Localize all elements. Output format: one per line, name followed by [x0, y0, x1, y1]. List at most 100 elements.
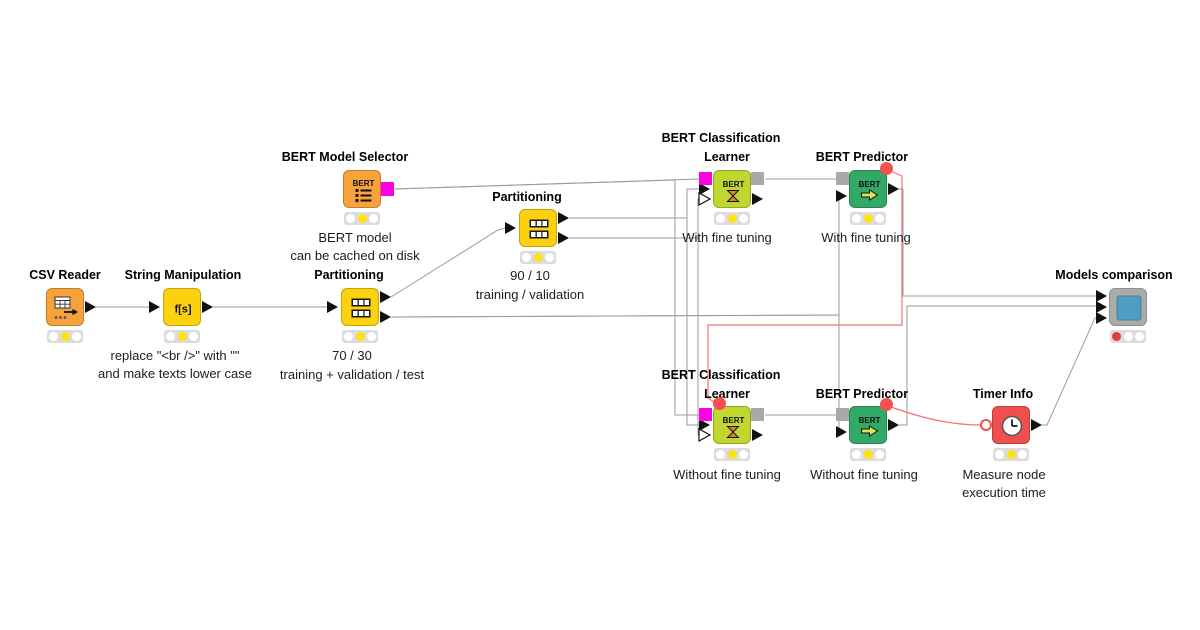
bert-predictor-icon: BERT — [859, 180, 881, 201]
predictor-fine-tuning-comment[interactable]: With fine tuning — [821, 230, 911, 245]
node-bert-predictor-fine-tuning[interactable]: BERT — [849, 170, 887, 208]
models-comparison-label[interactable]: Models comparison — [1055, 268, 1173, 282]
bert-predictor-icon: BERT — [859, 416, 881, 437]
node-partitioning-train-test[interactable] — [341, 288, 379, 326]
learner-without-fine-tuning-output-port[interactable] — [752, 429, 763, 441]
svg-text:BERT: BERT — [353, 179, 375, 188]
connection-partitioning70-to-partitioning90[interactable] — [390, 227, 507, 298]
connection-predictor-without-fine-tuning-to-models-comparison[interactable] — [899, 305, 1097, 426]
timer-clock-icon — [1001, 415, 1023, 437]
learner-without-fine-tuning-model-output-port[interactable] — [751, 408, 764, 421]
partitioning70-input-port[interactable] — [327, 301, 338, 313]
connection-partitioning90-train-to-learner-without-fine-tuning[interactable] — [569, 217, 699, 426]
node-bert-predictor-without-fine-tuning[interactable]: BERT — [849, 406, 887, 444]
predictor-fine-tuning-label[interactable]: BERT Predictor — [815, 150, 909, 164]
timer-info-comment-line1[interactable]: Measure node — [962, 467, 1046, 482]
learner-without-fine-tuning-comment[interactable]: Without fine tuning — [673, 467, 781, 482]
learner-fine-tuning-model-output-port[interactable] — [751, 172, 764, 185]
predictor-without-fine-tuning-flowvar-output-port[interactable] — [880, 398, 893, 411]
csv-reader-label[interactable]: CSV Reader — [29, 268, 101, 282]
learner-fine-tuning-train-input-port[interactable] — [699, 183, 710, 195]
connection-model-selector-to-learner-without-fine-tuning[interactable] — [393, 179, 699, 416]
svg-text:f[s]: f[s] — [174, 304, 191, 316]
predictor-without-fine-tuning-output-port[interactable] — [888, 419, 899, 431]
bert-model-selector-comment-line2[interactable]: can be cached on disk — [290, 248, 420, 263]
learner-fine-tuning-model-input-port[interactable] — [699, 172, 712, 185]
models-comparison-input-port-3[interactable] — [1096, 312, 1107, 324]
node-models-comparison[interactable] — [1109, 288, 1147, 326]
csv-reader-status — [47, 330, 83, 343]
node-bert-learner-fine-tuning[interactable]: BERT — [713, 170, 751, 208]
connection-timer-info-to-models-comparison[interactable] — [1042, 317, 1097, 426]
string-manipulation-comment-line1[interactable]: replace "<br />" with "" — [110, 348, 240, 363]
svg-text:BERT: BERT — [859, 180, 881, 189]
csv-reader-output-port[interactable] — [85, 301, 96, 313]
partitioning70-output-port-1[interactable] — [380, 291, 391, 303]
flow-connection-predictor-without-fine-tuning-to-timer-info[interactable] — [890, 406, 982, 426]
models-comparison-input-port-2[interactable] — [1096, 301, 1107, 313]
predictor-fine-tuning-data-input-port[interactable] — [836, 190, 847, 202]
csv-reader-icon — [54, 296, 78, 319]
learner-without-fine-tuning-label-line1[interactable]: BERT Classification — [661, 368, 781, 382]
partitioning90-output-port-2[interactable] — [558, 232, 569, 244]
node-bert-learner-without-fine-tuning[interactable]: BERT — [713, 406, 751, 444]
predictor-fine-tuning-model-input-port[interactable] — [836, 172, 849, 185]
svg-text:BERT: BERT — [859, 416, 881, 425]
predictor-fine-tuning-output-port[interactable] — [888, 183, 899, 195]
flow-connection-predictor-fine-tuning-to-learner-without-fine-tuning[interactable] — [707, 170, 903, 403]
partitioning90-comment-line1[interactable]: 90 / 10 — [510, 268, 550, 283]
timer-info-output-port[interactable] — [1031, 419, 1042, 431]
bert-learner-icon: BERT — [723, 416, 745, 438]
node-string-manipulation[interactable]: f[s] — [163, 288, 201, 326]
partitioning70-comment-line2[interactable]: training + validation / test — [279, 367, 425, 382]
timer-info-label[interactable]: Timer Info — [972, 387, 1034, 401]
string-manipulation-output-port[interactable] — [202, 301, 213, 313]
predictor-without-fine-tuning-data-input-port[interactable] — [836, 426, 847, 438]
partitioning-icon — [529, 219, 549, 239]
models-comparison-input-port-1[interactable] — [1096, 290, 1107, 302]
partitioning70-comment-line1[interactable]: 70 / 30 — [332, 348, 372, 363]
model-selector-output-port[interactable] — [380, 182, 394, 196]
bert-model-selector-label[interactable]: BERT Model Selector — [281, 150, 409, 164]
bert-learner-icon: BERT — [723, 180, 745, 202]
partitioning70-output-port-2[interactable] — [380, 311, 391, 323]
learner-without-fine-tuning-model-input-port[interactable] — [699, 408, 712, 421]
learner-fine-tuning-label-line2[interactable]: Learner — [704, 150, 750, 164]
partitioning90-input-port[interactable] — [505, 222, 516, 234]
node-timer-info[interactable] — [992, 406, 1030, 444]
learner-without-fine-tuning-flowvar-input-port[interactable] — [713, 397, 726, 410]
learner-without-fine-tuning-train-input-port[interactable] — [699, 419, 710, 431]
timer-info-flowvar-input-port[interactable] — [980, 419, 992, 431]
string-manipulation-input-port[interactable] — [149, 301, 160, 313]
string-manipulation-comment-line2[interactable]: and make texts lower case — [98, 366, 252, 381]
predictor-without-fine-tuning-model-input-port[interactable] — [836, 408, 849, 421]
string-manipulation-label[interactable]: String Manipulation — [124, 268, 242, 282]
learner-fine-tuning-label-line1[interactable]: BERT Classification — [661, 131, 781, 145]
timer-info-comment-line2[interactable]: execution time — [962, 485, 1046, 500]
string-manipulation-status — [164, 330, 200, 343]
partitioning90-label[interactable]: Partitioning — [492, 190, 562, 204]
learner-fine-tuning-comment[interactable]: With fine tuning — [682, 230, 772, 245]
partitioning70-label[interactable]: Partitioning — [314, 268, 384, 282]
learner-fine-tuning-output-port[interactable] — [752, 193, 763, 205]
learner-fine-tuning-validation-input-port[interactable] — [698, 191, 712, 207]
partitioning90-comment-line2[interactable]: training / validation — [475, 287, 585, 302]
learner-without-fine-tuning-validation-input-port[interactable] — [698, 427, 712, 443]
predictor-fine-tuning-status — [850, 212, 886, 225]
predictor-without-fine-tuning-comment[interactable]: Without fine tuning — [810, 467, 918, 482]
predictor-fine-tuning-flowvar-output-port[interactable] — [880, 162, 893, 175]
node-csv-reader[interactable] — [46, 288, 84, 326]
connection-predictor-fine-tuning-to-models-comparison[interactable] — [899, 188, 1097, 297]
predictor-without-fine-tuning-status — [850, 448, 886, 461]
node-bert-model-selector[interactable]: BERT — [343, 170, 381, 208]
component-icon — [1116, 295, 1142, 321]
models-comparison-status — [1110, 330, 1146, 343]
node-partitioning-train-validation[interactable] — [519, 209, 557, 247]
partitioning90-status — [520, 251, 556, 264]
partitioning90-output-port-1[interactable] — [558, 212, 569, 224]
bert-model-selector-comment-line1[interactable]: BERT model — [318, 230, 392, 245]
timer-info-status — [993, 448, 1029, 461]
predictor-without-fine-tuning-label[interactable]: BERT Predictor — [815, 387, 909, 401]
